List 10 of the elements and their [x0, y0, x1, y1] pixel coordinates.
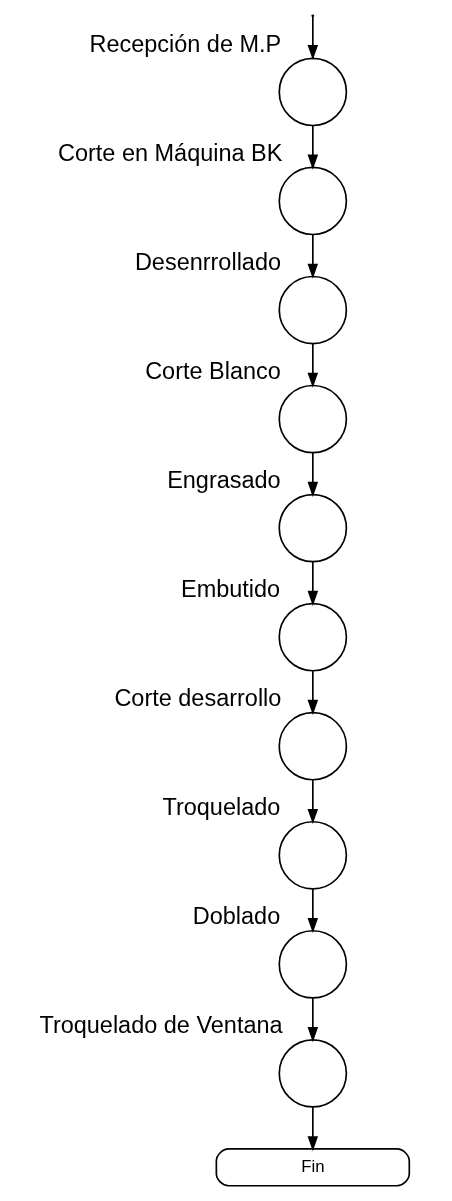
node-label: Corte Blanco [145, 358, 281, 385]
node-label: Doblado [192, 903, 281, 930]
node-label: Troquelado [162, 794, 281, 821]
node-label: Corte en Máquina BK [58, 140, 283, 167]
node-label: Embutido [181, 576, 281, 603]
node-label: Engrasado [167, 467, 281, 494]
node-label: Troquelado de Ventana [39, 1012, 283, 1039]
node-label: Recepción de M.P [89, 30, 282, 57]
node-label: Desenrrollado [134, 249, 282, 276]
node-label: Corte desarrollo [114, 685, 282, 712]
